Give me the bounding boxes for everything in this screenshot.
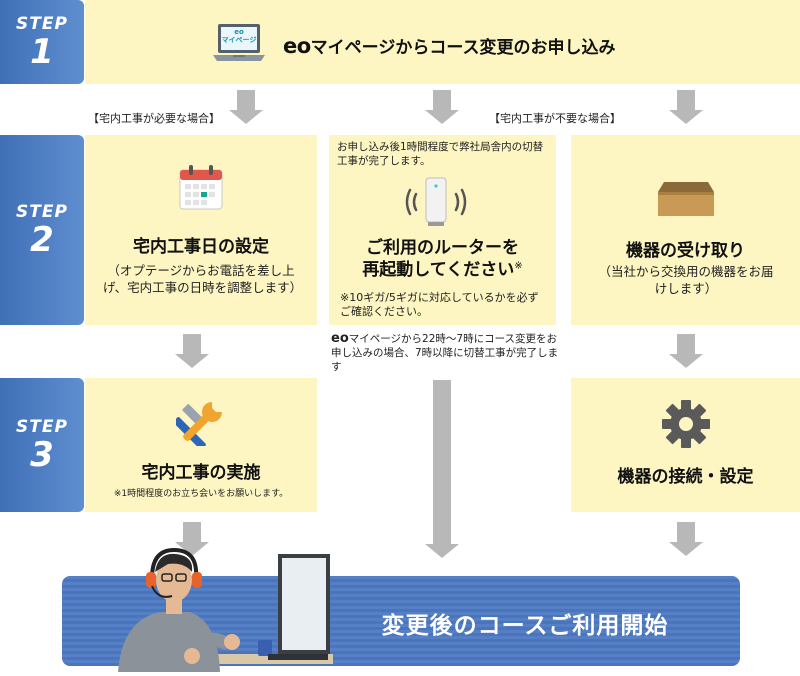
col2-title-mark: ※ [514,260,523,272]
step-1-label: STEP 1 [0,0,84,84]
gear-icon [660,398,712,450]
col1-step2-title: 宅内工事日の設定 [133,237,269,257]
col3-step2-title: 機器の受け取り [626,241,745,261]
calendar-icon [179,164,223,210]
col2-title-line2: 再起動してください※ [329,255,556,280]
col3-step2-box [571,135,800,325]
col1-step2-box [85,135,317,325]
eo-brand: eo [331,331,349,346]
col2-below-note-text: マイページから22時〜7時にコース変更をお申し込みの場合、7時以降に切替工事が完… [331,333,559,373]
col2-title-line1: ご利用のルーターを [366,238,519,258]
col3-step2-subtitle: （当社から交換用の機器をお届けします） [598,264,774,296]
arrow-down-col1-final [175,522,209,556]
laptop-screen-text: eo マイページ [221,28,257,44]
step-word: STEP [16,416,68,437]
arrow-down-col1 [229,90,263,124]
box-package-icon [656,180,716,218]
arrow-down-col3-step3 [669,334,703,368]
col2-title-line2-text: 再起動してください [362,260,515,280]
col1-step2-subtitle: （オプテージからお電話を差し上げ、宅内工事の日時を調整します） [103,263,303,295]
col2-router-box [329,135,556,325]
step1-box [85,0,800,84]
arrow-down-col3 [669,90,703,124]
arrow-down-col1-step3 [175,334,209,368]
col1-step3-title: 宅内工事の実施 [141,463,261,483]
branch-label-right: 【宅内工事が不要な場合】 [489,112,621,125]
step-2-label: STEP 2 [0,135,84,325]
router-icon [400,176,472,228]
person-at-computer-illustration [108,542,333,672]
step1-title-text: マイページからコース変更のお申し込み [310,38,616,58]
step1-title: eoマイページからコース変更のお申し込み [283,33,615,58]
tools-icon [173,398,226,450]
step-number: 3 [30,434,54,475]
laptop-icon: eo マイページ [213,23,265,63]
col2-below-note: eoマイページから22時〜7時にコース変更をお申し込みの場合、7時以降に切替工事… [331,332,559,374]
arrow-down-col2-long [425,380,459,558]
arrow-down-col3-final [669,522,703,556]
step-number: 2 [30,219,54,260]
step-word: STEP [16,13,68,34]
step-3-label: STEP 3 [0,378,84,512]
branch-label-left: 【宅内工事が必要な場合】 [88,112,220,125]
final-banner-title: 変更後のコースご利用開始 [381,613,669,639]
col2-top-note: お申し込み後1時間程度で弊社局舎内の切替工事が完了します。 [337,141,544,167]
col3-step3-title: 機器の接続・設定 [617,467,754,487]
col2-router-note: ※10ギガ/5ギガに対応しているかを必ずご確認ください。 [340,291,539,318]
arrow-down-col2 [425,90,459,124]
col1-step3-note: ※1時間程度のお立ち会いをお願いします。 [113,489,289,499]
step-number: 1 [30,31,54,72]
eo-brand: eo [283,34,311,58]
step-word: STEP [16,201,68,222]
